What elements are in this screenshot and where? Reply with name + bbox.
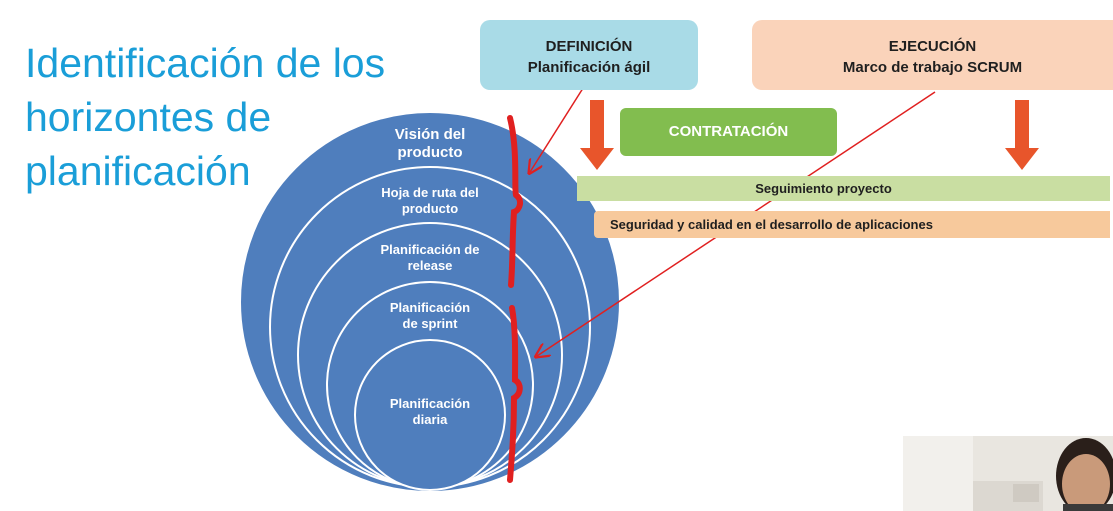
label-hoja-ruta: Hoja de ruta del producto xyxy=(381,185,479,216)
seguridad-label: Seguridad y calidad en el desarrollo de … xyxy=(610,217,933,232)
definicion-title: DEFINICIÓN xyxy=(545,38,633,55)
webcam-image xyxy=(903,436,1113,511)
label-sprint: Planificación de sprint xyxy=(389,300,471,331)
contratacion-box: CONTRATACIÓN xyxy=(620,108,837,156)
label-release: Planificación de release xyxy=(380,242,480,273)
label-vision: Visión del producto xyxy=(394,126,466,161)
down-arrow-definicion xyxy=(580,100,614,170)
ejecucion-box: EJECUCIÓN Marco de trabajo SCRUM xyxy=(752,20,1113,90)
title-line: planificación xyxy=(25,148,251,194)
ejecucion-title: EJECUCIÓN xyxy=(888,38,977,55)
title-line: Identificación de los xyxy=(25,40,386,86)
seguimiento-label: Seguimiento proyecto xyxy=(755,181,892,196)
circle-diaria xyxy=(354,339,506,491)
definicion-box: DEFINICIÓN Planificación ágil xyxy=(480,20,698,90)
label-diaria: Planificación diaria xyxy=(389,396,471,427)
seguridad-bar: Seguridad y calidad en el desarrollo de … xyxy=(594,211,1110,238)
ejecucion-subtitle: Marco de trabajo SCRUM xyxy=(842,59,1023,76)
title-line: horizontes de xyxy=(25,94,272,140)
slide-title: Identificación de los horizontes de plan… xyxy=(25,36,445,198)
definicion-subtitle: Planificación ágil xyxy=(527,59,651,76)
presenter-webcam-thumbnail xyxy=(903,436,1113,511)
down-arrow-ejecucion xyxy=(1005,100,1039,170)
seguimiento-bar: Seguimiento proyecto xyxy=(577,176,1110,201)
